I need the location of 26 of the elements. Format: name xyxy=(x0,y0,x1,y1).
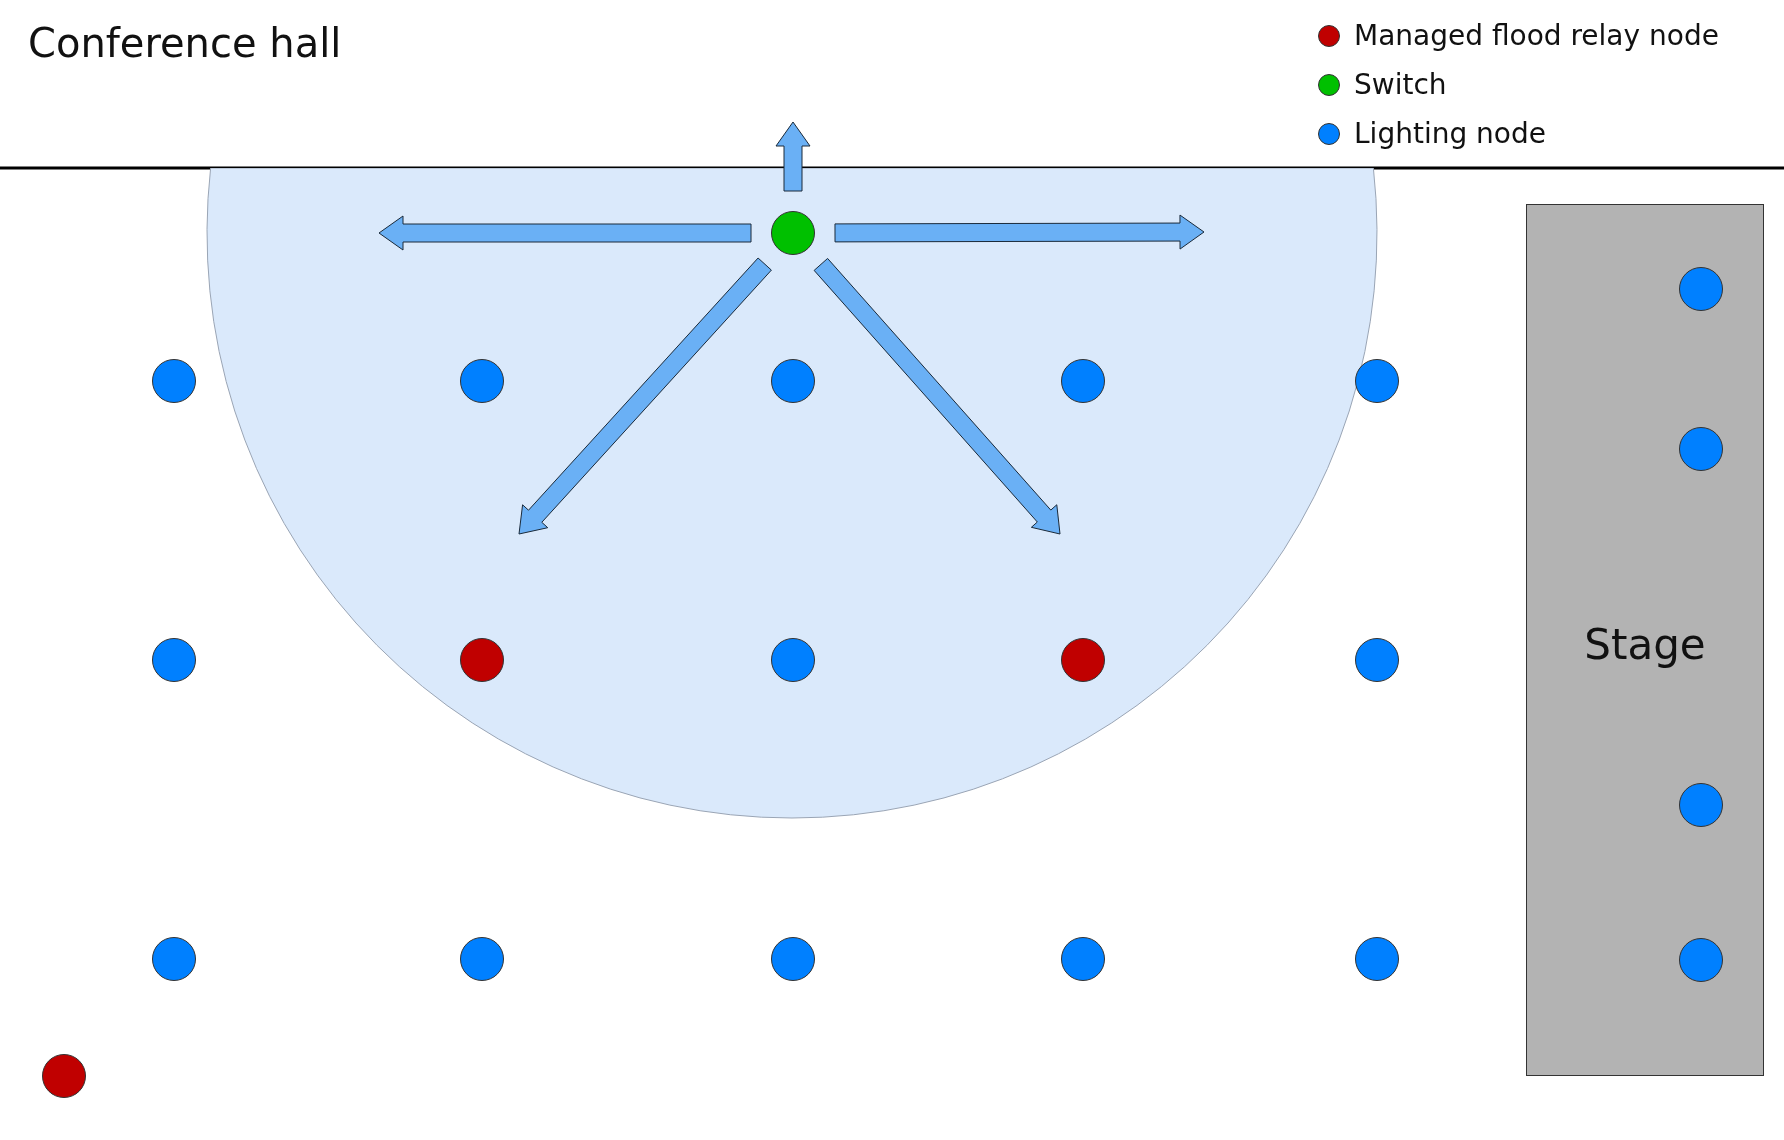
network-node-circle xyxy=(152,937,196,981)
network-node-circle xyxy=(1679,938,1723,982)
network-node-circle xyxy=(460,937,504,981)
network-node-circle xyxy=(42,1054,86,1098)
arrow xyxy=(813,257,1061,535)
network-node-circle xyxy=(152,359,196,403)
network-node-circle xyxy=(1355,359,1399,403)
stage-area xyxy=(1526,204,1764,1076)
network-node-circle xyxy=(1679,783,1723,827)
legend-label: Managed flood relay node xyxy=(1354,19,1719,52)
title: Conference hall xyxy=(28,20,342,66)
network-node-circle xyxy=(1679,267,1723,311)
arrow xyxy=(378,215,752,251)
network-node-circle xyxy=(1355,937,1399,981)
stage-label: Stage xyxy=(1583,620,1707,669)
arrow xyxy=(834,214,1205,250)
network-node-circle xyxy=(771,937,815,981)
network-node-circle xyxy=(152,638,196,682)
arrow xyxy=(518,257,772,535)
coverage-area xyxy=(206,168,1378,819)
network-node-circle xyxy=(1679,427,1723,471)
legend-label: Switch xyxy=(1354,68,1447,101)
legend-label: Lighting node xyxy=(1354,117,1546,150)
arrow xyxy=(775,121,811,192)
network-node-circle xyxy=(1061,937,1105,981)
network-node-circle xyxy=(1355,638,1399,682)
